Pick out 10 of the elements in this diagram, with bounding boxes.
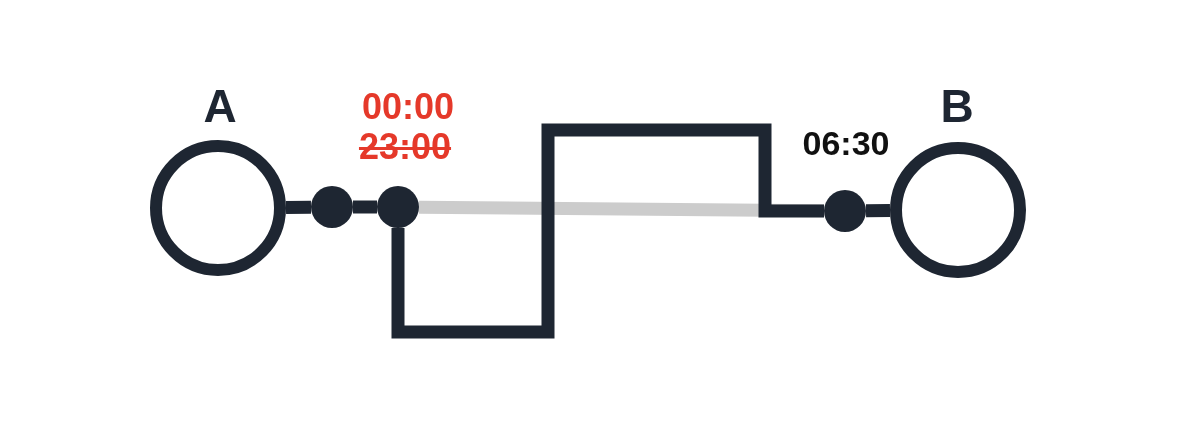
station-label: B: [940, 83, 974, 129]
time-label: 23:00: [358, 129, 452, 165]
connector-line: [353, 200, 377, 214]
stepped-route-line: [391, 123, 824, 339]
connector-line: [285, 200, 312, 214]
time-label: 06:30: [802, 126, 890, 160]
connector-line: [865, 204, 891, 218]
direct-route-line: [418, 200, 825, 218]
station-label: A: [203, 83, 237, 129]
time-label: 00:00: [361, 89, 455, 125]
